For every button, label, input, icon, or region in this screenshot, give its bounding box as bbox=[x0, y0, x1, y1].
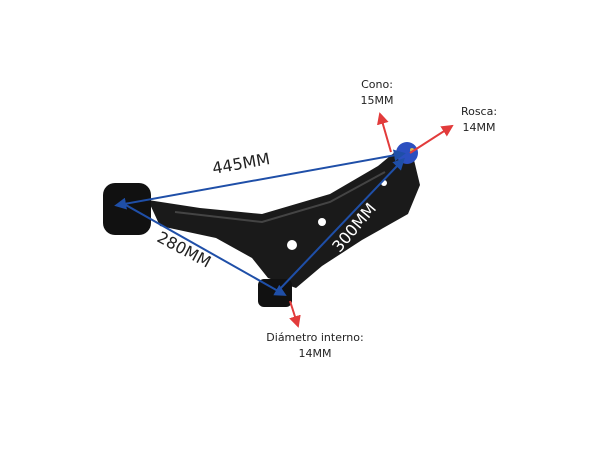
arm-hole bbox=[318, 218, 326, 226]
ball-joint bbox=[396, 142, 418, 164]
dimension-lines bbox=[114, 149, 406, 296]
rear-bushing bbox=[103, 183, 151, 235]
dimension-line-445 bbox=[114, 149, 406, 210]
arrow-thread bbox=[409, 124, 454, 154]
arrow-cone bbox=[377, 112, 392, 153]
callout-inner-diameter: Diámetro interno: 14MM bbox=[266, 330, 363, 362]
arm-hole bbox=[287, 240, 297, 250]
callout-thread-label: Rosca: bbox=[460, 105, 498, 118]
callout-thread-value: 14MM bbox=[462, 121, 496, 134]
callout-inner-diameter-value: 14MM bbox=[298, 347, 332, 360]
callout-cone: Cono: 15MM bbox=[361, 77, 394, 109]
dimension-line-300 bbox=[277, 157, 405, 292]
arrow-inner-diameter bbox=[289, 300, 301, 328]
callout-arrows bbox=[289, 112, 454, 328]
callout-thread: Rosca: 14MM bbox=[461, 104, 497, 136]
callout-cone-value: 15MM bbox=[360, 94, 394, 107]
callout-inner-diameter-label: Diámetro interno: bbox=[266, 331, 364, 344]
dimension-line-280 bbox=[123, 203, 287, 296]
callout-cone-label: Cono: bbox=[361, 78, 393, 91]
